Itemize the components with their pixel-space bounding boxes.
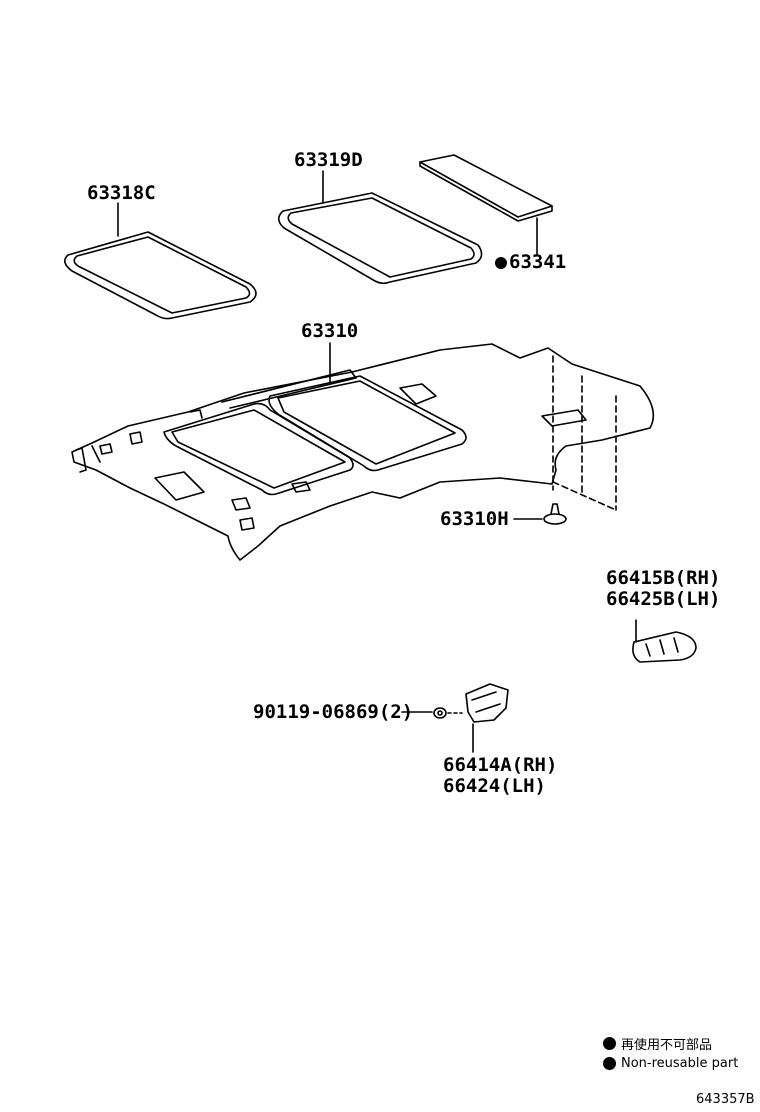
label-63318C: 63318C [87, 182, 156, 204]
screw [433, 707, 447, 719]
catalog-number: 643357B [696, 1092, 755, 1107]
label-90119: 90119-06869(2) [253, 701, 414, 723]
non-reusable-bullet-63341 [495, 257, 507, 269]
legend-english: Non-reusable part [603, 1056, 738, 1071]
sunroof-seal-front [64, 231, 257, 320]
legend-japanese: 再使用不可部品 [603, 1034, 712, 1053]
label-63310H: 63310H [440, 508, 509, 530]
label-66415B: 66415B(RH) [606, 567, 721, 589]
sunroof-seal-rear [277, 192, 483, 285]
sun-visor-holder [632, 619, 697, 663]
label-63319D: 63319D [294, 149, 363, 171]
label-66424: 66424(LH) [443, 775, 546, 797]
headlining-clip [543, 503, 567, 525]
legend-bullet-icon [603, 1057, 616, 1070]
headlining-pad [419, 154, 553, 222]
label-66414A: 66414A(RH) [443, 754, 558, 776]
dashed-guides [552, 355, 617, 511]
label-63310: 63310 [301, 320, 359, 342]
legend-bullet-icon [603, 1037, 616, 1050]
roof-headlining [71, 343, 655, 561]
label-66425B: 66425B(LH) [606, 588, 721, 610]
label-63341: 63341 [509, 251, 567, 273]
legend-text-en: Non-reusable part [621, 1056, 739, 1071]
legend-text-jp: 再使用不可部品 [621, 1038, 713, 1053]
sun-visor-bracket [465, 683, 509, 723]
